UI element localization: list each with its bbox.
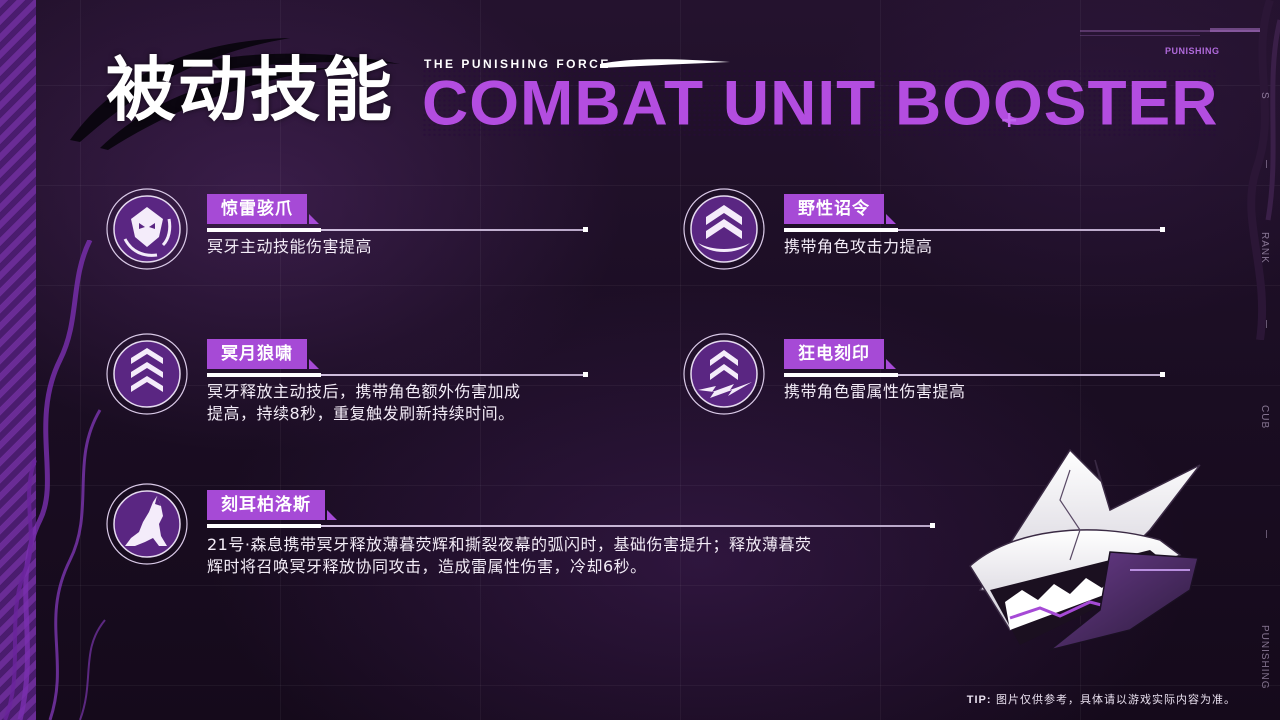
skill-description-line: 提高，持续8秒，重复触发刷新持续时间。 [207,404,515,423]
side-label-cub: CUB [1259,405,1270,430]
skill-card: 惊雷骇爪 冥牙主动技能伤害提高 [105,185,605,280]
plus-icon: + [1000,108,1019,133]
disclaimer-tip: TIP: 图片仅供参考，具体请以游戏实际内容为准。 [967,691,1236,707]
skill-divider [207,372,588,377]
skill-description: 携带角色雷属性伤害提高 [784,382,966,401]
corner-brand-label: PUNISHING [1165,46,1220,56]
side-label-s: S [1259,92,1270,100]
side-label-rank: RANK [1259,232,1270,264]
tip-prefix: TIP: [966,694,992,706]
right-tentacle-decoration [1247,0,1280,340]
tip-text: 图片仅供参考，具体请以游戏实际内容为准。 [996,693,1236,706]
howling-wolf-icon [106,483,188,565]
wolf-helmet-artwork [969,448,1201,651]
double-chevron-icon [106,333,188,415]
skill-description-line: 21号·森息携带冥牙释放薄暮荧辉和撕裂夜幕的弧闪时，基础伤害提升；释放薄暮荧 [207,535,812,554]
side-tick [1266,160,1267,168]
skill-card: 野性诏令 携带角色攻击力提高 [682,185,1182,280]
skill-description: 冥牙主动技能伤害提高 [207,237,373,256]
skill-card: 冥月狼啸 冥牙释放主动技后，携带角色额外伤害加成 提高，持续8秒，重复触发刷新持… [105,330,605,430]
corner-lines-decoration [1080,28,1260,36]
skill-name: 刻耳柏洛斯 [207,490,337,520]
skill-divider [207,523,935,528]
skill-divider [207,227,588,232]
skill-description-line: 冥牙释放主动技后，携带角色额外伤害加成 [207,382,521,401]
side-tick [1266,530,1267,538]
skill-name: 冥月狼啸 [207,339,319,369]
claw-mark-decoration [70,38,400,150]
side-label-punishing: PUNISHING [1259,625,1270,690]
beast-face-icon [106,188,188,270]
skill-description-line: 辉时将召唤冥牙释放协同攻击，造成雷属性伤害，冷却6秒。 [207,557,647,576]
lightning-chevron-icon [683,333,765,415]
page-title: 被动技能 [106,48,394,131]
skill-card: 狂电刻印 携带角色雷属性伤害提高 [682,330,1182,425]
skill-description: 冥牙释放主动技后，携带角色额外伤害加成 提高，持续8秒，重复触发刷新持续时间。 [207,381,627,425]
skill-name: 惊雷骇爪 [207,194,319,224]
skill-divider [784,372,1165,377]
skill-description: 携带角色攻击力提高 [784,237,933,256]
page-title-english: COMBAT UNIT BOOSTER [422,67,1219,139]
skill-divider [784,227,1165,232]
skill-description: 21号·森息携带冥牙释放薄暮荧辉和撕裂夜幕的弧闪时，基础伤害提升；释放薄暮荧 辉… [207,534,927,578]
skill-name: 狂电刻印 [784,339,896,369]
side-tick [1266,320,1267,328]
chevron-rank-icon [683,188,765,270]
skill-name: 野性诏令 [784,194,896,224]
tentacle-decoration [3,240,106,720]
skill-card: 刻耳柏洛斯 21号·森息携带冥牙释放薄暮荧辉和撕裂夜幕的弧闪时，基础伤害提升；释… [105,480,945,590]
brush-stroke-decoration [600,59,730,68]
page-subtitle-small: THE PUNISHING FORCE [424,57,611,71]
